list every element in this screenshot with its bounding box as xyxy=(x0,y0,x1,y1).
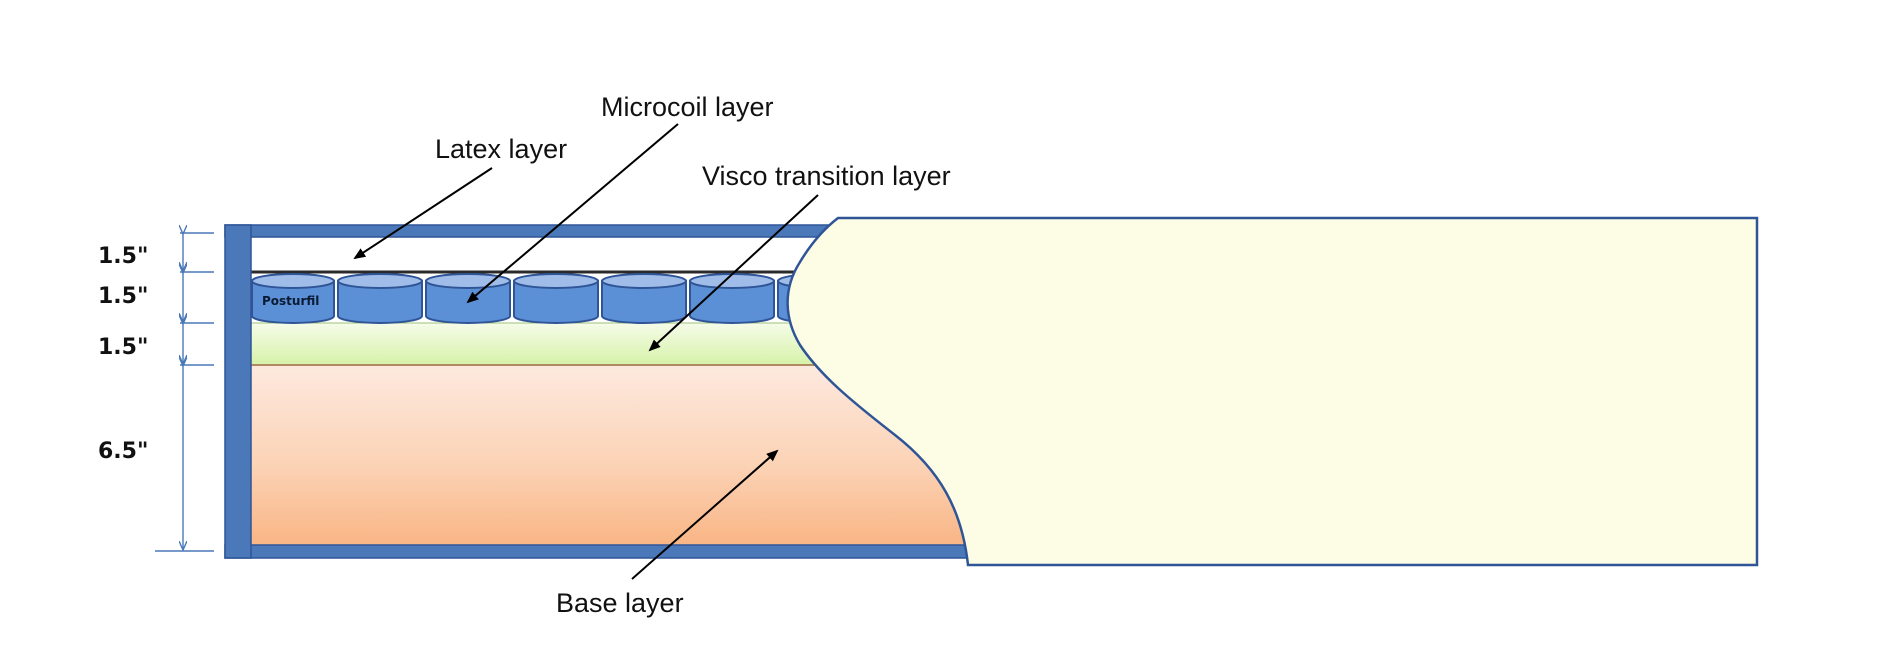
visco-arrow xyxy=(648,194,819,352)
coil xyxy=(251,273,335,324)
microcoil-layer: Posturfil xyxy=(251,273,863,324)
visco-transition-layer xyxy=(250,323,830,365)
coil xyxy=(601,273,687,324)
microcoil-arrow xyxy=(466,123,679,304)
latex-layer xyxy=(250,237,850,272)
frame-bottom-rail xyxy=(224,544,996,559)
coil xyxy=(689,273,775,324)
frame-top-rail xyxy=(224,224,866,238)
coil xyxy=(425,273,511,324)
dimension-label-latex: 1.5" xyxy=(98,244,148,269)
callout-latex-layer: Latex layer xyxy=(435,134,567,164)
dimension-label-microcoil: 1.5" xyxy=(98,284,148,309)
frame-left-post xyxy=(224,224,252,559)
callout-base-layer: Base layer xyxy=(556,588,684,618)
callout-microcoil-layer: Microcoil layer xyxy=(601,92,774,122)
dimension-guide: 1.5" 1.5" 1.5" 6.5" xyxy=(98,233,214,552)
dimension-label-visco: 1.5" xyxy=(98,335,148,360)
coil xyxy=(513,273,599,324)
latex-arrow xyxy=(353,167,493,260)
coil-label: Posturfil xyxy=(262,294,319,308)
base-arrow xyxy=(631,449,779,580)
dimension-label-base: 6.5" xyxy=(98,439,148,464)
coil xyxy=(337,273,423,324)
callout-visco-transition-layer: Visco transition layer xyxy=(702,161,951,191)
mattress-cover xyxy=(786,216,1759,567)
